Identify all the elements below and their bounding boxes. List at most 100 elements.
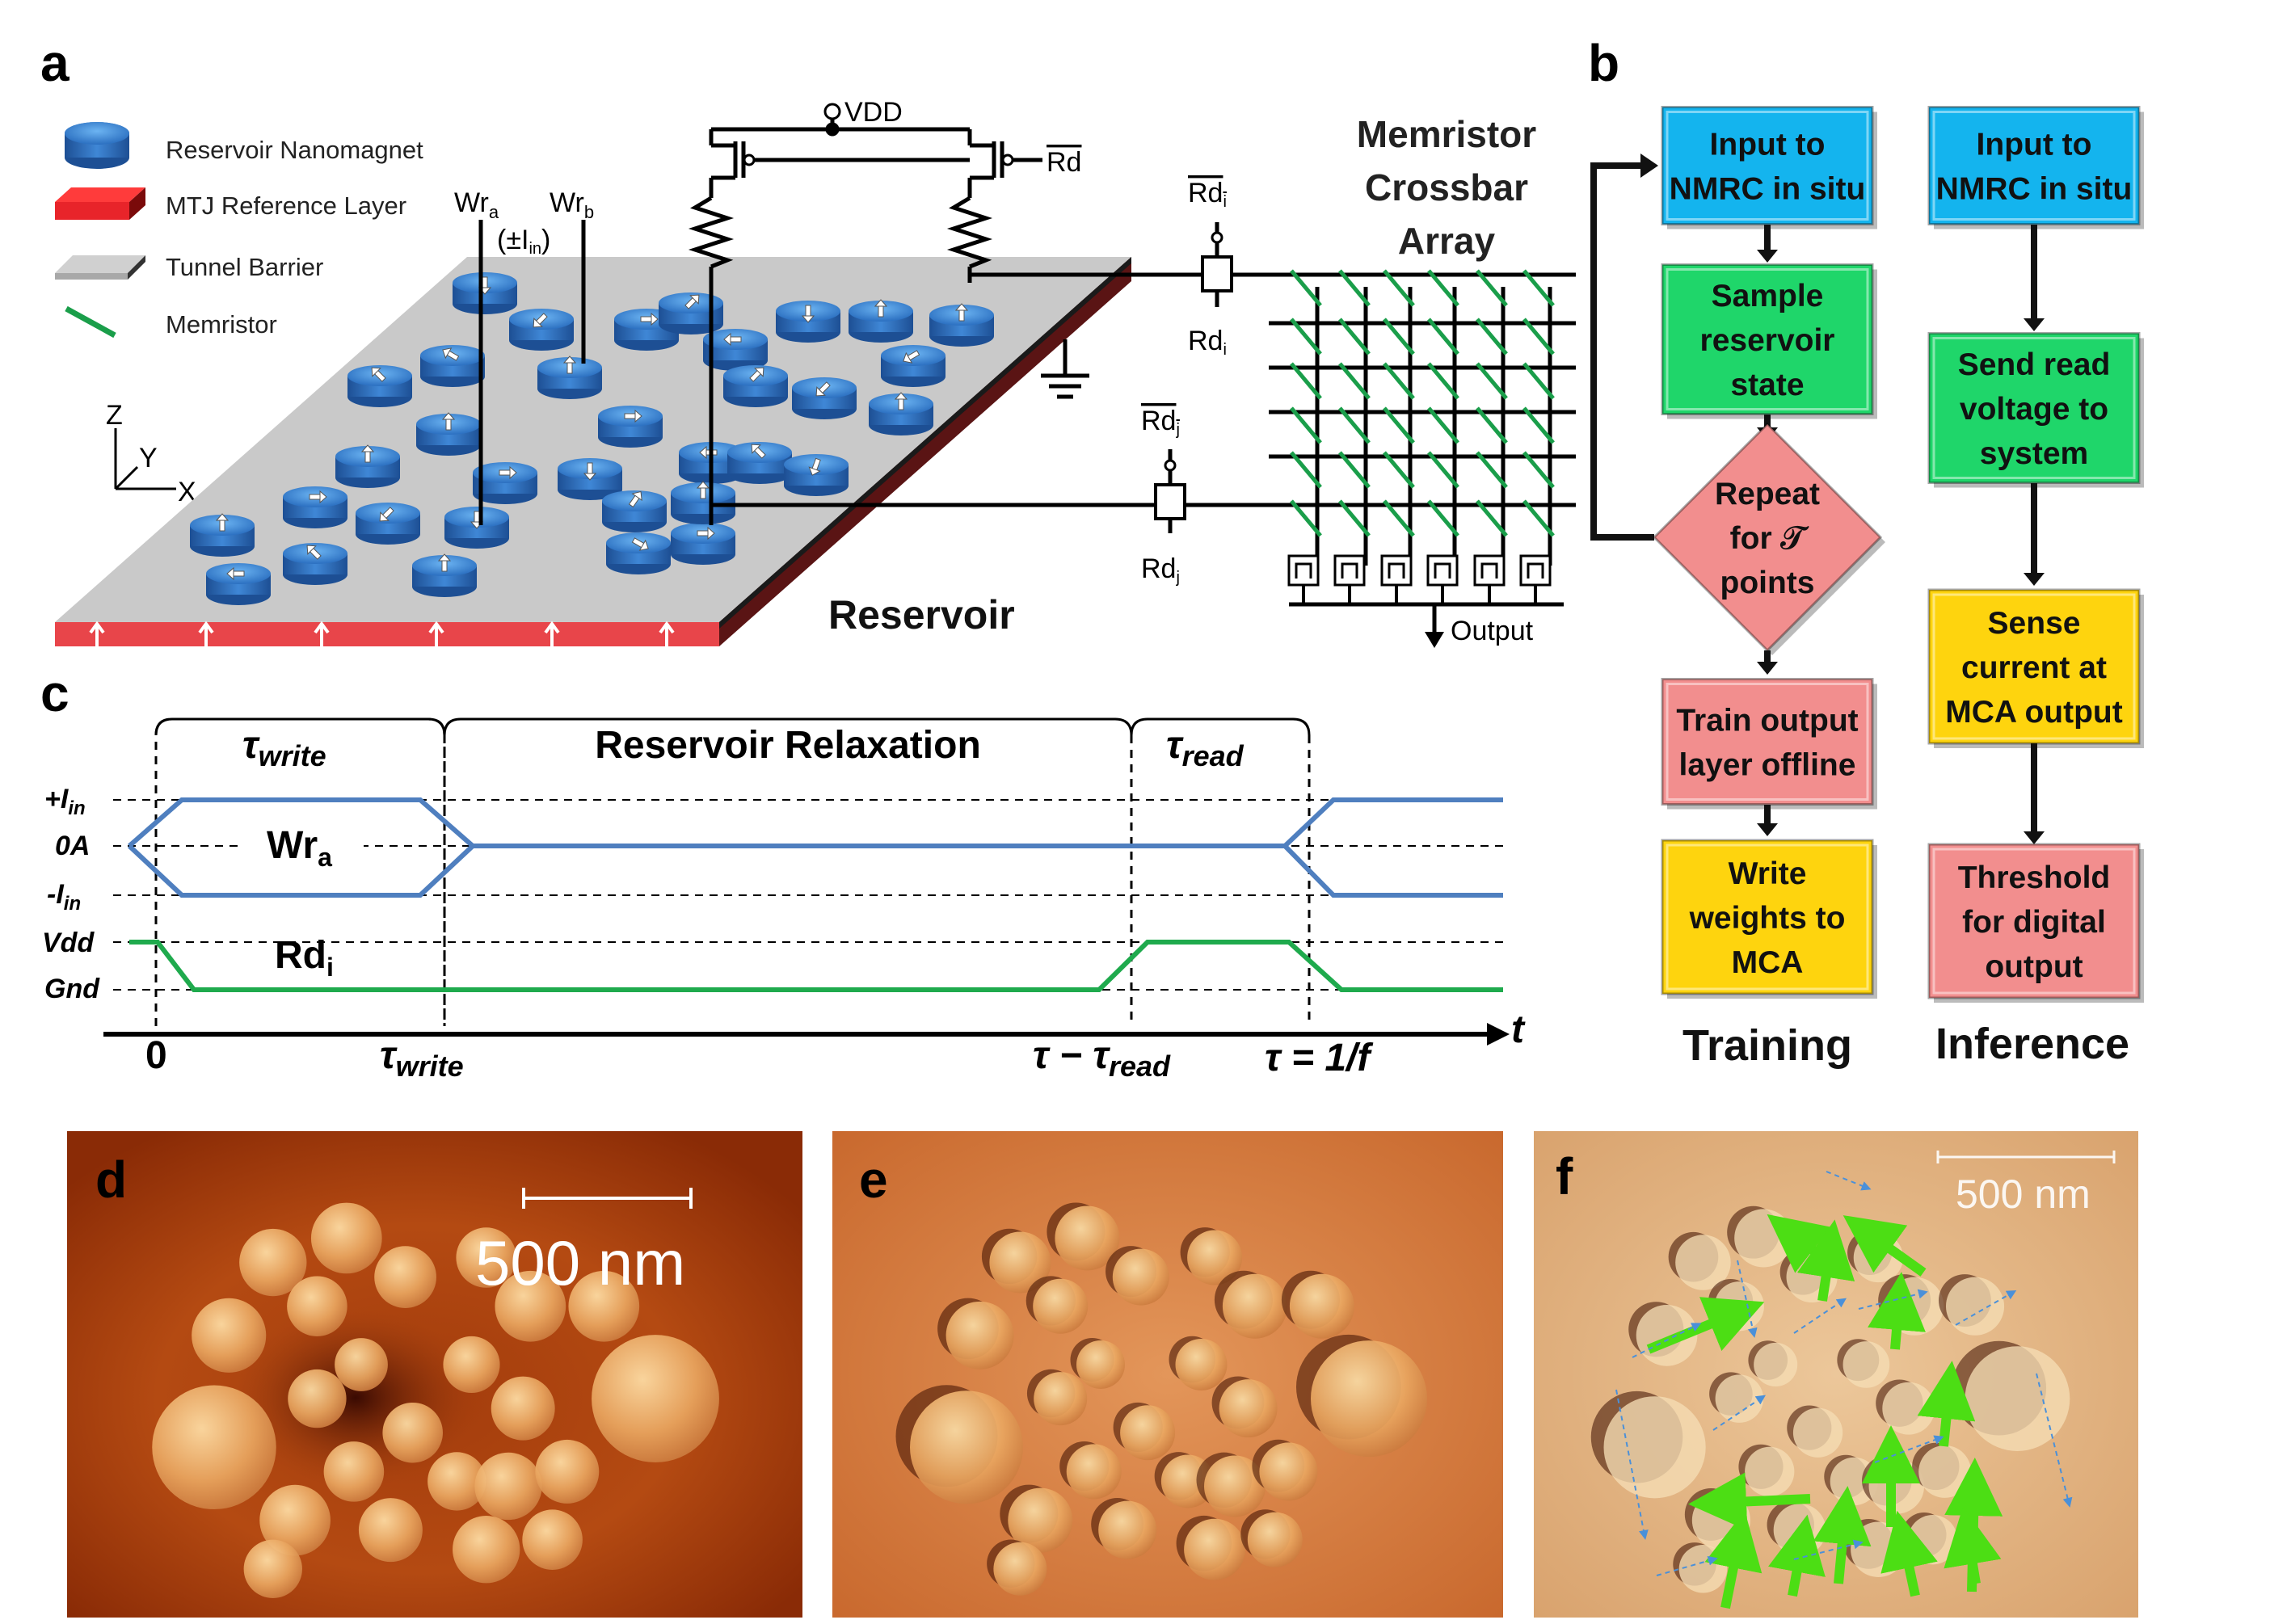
nanoparticle (522, 1509, 583, 1570)
reference-layer-legend-icon (55, 187, 145, 220)
nanomagnet (727, 442, 792, 484)
nanoparticle (1222, 1273, 1287, 1339)
wr-a-label: Wr (454, 187, 489, 218)
wr-current-close: ) (541, 225, 550, 255)
magnetization-arrow-icon (1917, 1361, 1976, 1447)
vdd-label: VDD (844, 97, 903, 128)
nanoparticle (1715, 1374, 1764, 1423)
nanomagnet (412, 553, 477, 597)
magnetization-arrow-icon (441, 412, 456, 431)
nanomagnet (283, 543, 347, 585)
memristor-element-icon (1427, 406, 1459, 444)
nanoparticle (1112, 1248, 1169, 1306)
memristor-element-icon (1522, 451, 1555, 489)
nanomagnet (671, 523, 735, 565)
magnetization-arrow-icon (379, 507, 394, 522)
sense-amplifier-icon (1333, 554, 1366, 604)
domain-guide-arrow-icon (1793, 1298, 1847, 1334)
domain-guide-arrow-icon (2036, 1373, 2073, 1508)
sense-amplifier-icon (1287, 554, 1320, 604)
domain-guide-arrow-icon (1858, 1289, 1928, 1310)
panel-letter-c: c (40, 664, 69, 722)
memristor-element-icon (1427, 362, 1459, 400)
nanoparticle (1175, 1338, 1228, 1390)
nanoparticle (1076, 1340, 1125, 1389)
nanomagnet (473, 462, 537, 504)
scale-bar-d (522, 1188, 693, 1209)
training-title: Training (1682, 1021, 1852, 1070)
memristor-element-icon (1476, 406, 1508, 444)
svg-text:+Iin: +Iin (44, 784, 86, 819)
nanoparticle (1204, 1455, 1266, 1517)
nanoparticle (374, 1246, 436, 1308)
rdj-bar-sub: j (1175, 421, 1179, 439)
svg-text:τwrite: τwrite (242, 724, 326, 772)
flow-step-text: Input to (1710, 128, 1826, 162)
rdj-label: Rd (1141, 553, 1176, 584)
flow-step-text: voltage to (1960, 392, 2108, 427)
nanomagnet (776, 301, 840, 343)
memristor-legend-icon (65, 305, 116, 339)
read-circuit-labels: VDD Rd Rdi Rdi Rdj Rdj (844, 97, 1227, 587)
memristor-element-icon (1290, 451, 1322, 489)
memristor-element-icon (1476, 269, 1508, 307)
nanoparticle (1603, 1396, 1706, 1499)
nanomagnet (335, 444, 400, 488)
magnetization-arrow-icon (808, 457, 821, 476)
memristor-element-icon (1290, 499, 1322, 537)
flow-step-text: MCA output (1945, 695, 2122, 730)
nanoparticle (1678, 1545, 1728, 1593)
nanoparticle (1792, 1407, 1843, 1458)
nanoparticle (1745, 1446, 1795, 1497)
memristor-element-icon (1338, 318, 1371, 356)
nanomagnet (537, 356, 602, 399)
reference-layer-arrows (89, 621, 675, 646)
sense-amplifier-icon (1380, 554, 1413, 604)
magnetization-arrow-icon (1868, 1272, 1926, 1350)
tick-zero: 0 (145, 1034, 167, 1077)
write-signal (127, 797, 1503, 898)
nanoparticle (568, 1270, 640, 1342)
magnetization-arrow-icon (1813, 1486, 1872, 1584)
output-arrow (1425, 604, 1444, 648)
nanomagnet (881, 345, 945, 387)
nanoparticle (335, 1338, 388, 1391)
nanomagnet (190, 513, 255, 557)
legend-label-memristor: Memristor (166, 310, 277, 339)
nanoparticle (1311, 1340, 1427, 1458)
domain-guide-arrow-icon (1737, 1260, 1758, 1338)
phase-write-sub: write (259, 739, 326, 772)
legend-label-reference-layer: MTJ Reference Layer (166, 191, 406, 220)
memristor-element-icon (1476, 362, 1508, 400)
scale-label-f: 500 nm (1956, 1172, 2091, 1217)
nanoparticle (592, 1335, 719, 1463)
nanoparticle (1034, 1372, 1088, 1426)
memristor-element-icon (1338, 269, 1371, 307)
rdi-bar-label: Rd (1188, 178, 1223, 208)
signal-wr-label: Wr (267, 824, 318, 867)
flow-loop-arrow (1590, 162, 1654, 541)
domain-guide-arrow-icon (1793, 1539, 1864, 1560)
legend-label-tunnel-barrier: Tunnel Barrier (166, 253, 323, 281)
memristor-element-icon (1476, 499, 1508, 537)
svg-text:-Iin: -Iin (47, 879, 81, 915)
svg-text:Rdj: Rdj (1141, 406, 1180, 439)
magnetization-arrow-icon (306, 545, 322, 560)
magnetization-arrow-icon (697, 526, 715, 541)
svg-text:Rdj: Rdj (1141, 553, 1180, 587)
y-axis-label: Y (139, 443, 158, 473)
x-axis-label: X (178, 477, 196, 507)
nanomagnet (929, 303, 994, 347)
nanoparticle (1187, 1230, 1243, 1285)
memristor-element-icon (1383, 451, 1415, 489)
magnetization-arrow-icon (1704, 1510, 1763, 1609)
nanomagnet (206, 563, 271, 605)
phase-read-tau: τ (1166, 724, 1184, 767)
flow-step-text: points (1720, 566, 1815, 600)
